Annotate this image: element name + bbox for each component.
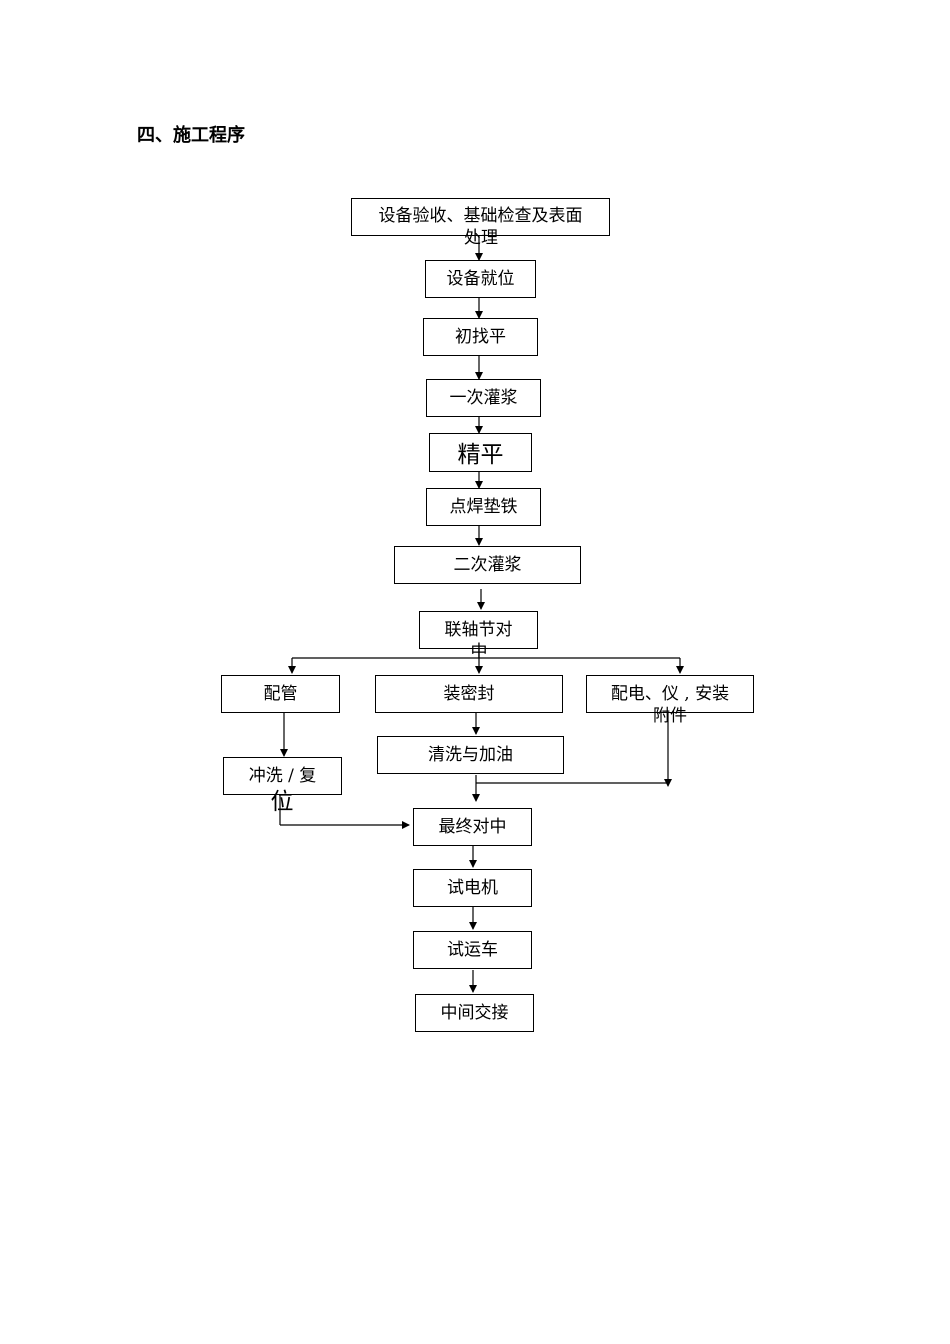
step-label: 精平 — [457, 442, 504, 468]
step-label: 试电机 — [447, 878, 498, 898]
step-final-alignment: 最终对中 — [413, 808, 532, 846]
step-label: 二次灌浆 — [453, 555, 522, 575]
step-label: 点焊垫铁 — [449, 497, 518, 517]
step-label: 设备验收、基础检查及表面 — [378, 206, 583, 226]
page-title: 四、施工程序 — [137, 125, 245, 146]
step-initial-leveling: 初找平 — [423, 318, 538, 356]
step-first-grouting: 一次灌浆 — [426, 379, 541, 417]
step-label: 一次灌浆 — [449, 388, 518, 408]
step-equipment-positioning: 设备就位 — [425, 260, 536, 298]
step-electrical-instrument-accessories-overflow: 附件 — [653, 706, 687, 726]
step-label: 设备就位 — [446, 269, 515, 289]
step-flush-reset: 冲洗 / 复 — [223, 757, 342, 795]
step-label: 配管 — [263, 684, 298, 704]
step-label: 中间交接 — [440, 1003, 509, 1023]
step-spot-weld-shims: 点焊垫铁 — [426, 488, 541, 526]
step-label: 装密封 — [443, 684, 495, 704]
step-install-seal: 装密封 — [375, 675, 563, 713]
step-fine-leveling: 精平 — [429, 433, 532, 472]
step-label: 试运车 — [447, 940, 498, 960]
step-label: 初找平 — [455, 327, 506, 347]
step-electrical-instrument-accessories: 配电、仪 , 安装 — [586, 675, 754, 713]
step-second-grouting: 二次灌浆 — [394, 546, 581, 584]
step-label: 清洗与加油 — [428, 745, 513, 765]
step-label: 最终对中 — [438, 817, 507, 837]
step-clean-and-oil: 清洗与加油 — [377, 736, 564, 774]
step-label: 联轴节对 — [444, 620, 513, 640]
step-flush-reset-overflow: 位 — [270, 789, 294, 815]
step-equipment-acceptance: 设备验收、基础检查及表面 — [351, 198, 610, 236]
step-label: 冲洗 / 复 — [248, 766, 317, 786]
step-label: 配电、仪 , 安装 — [610, 684, 730, 704]
step-coupling-alignment-overflow: 中 — [470, 642, 488, 662]
step-piping: 配管 — [221, 675, 340, 713]
step-motor-test: 试电机 — [413, 869, 532, 907]
step-test-run: 试运车 — [413, 931, 532, 969]
step-coupling-alignment: 联轴节对 — [419, 611, 538, 649]
step-intermediate-handover: 中间交接 — [415, 994, 534, 1032]
step-equipment-acceptance-overflow: 处理 — [464, 228, 498, 248]
